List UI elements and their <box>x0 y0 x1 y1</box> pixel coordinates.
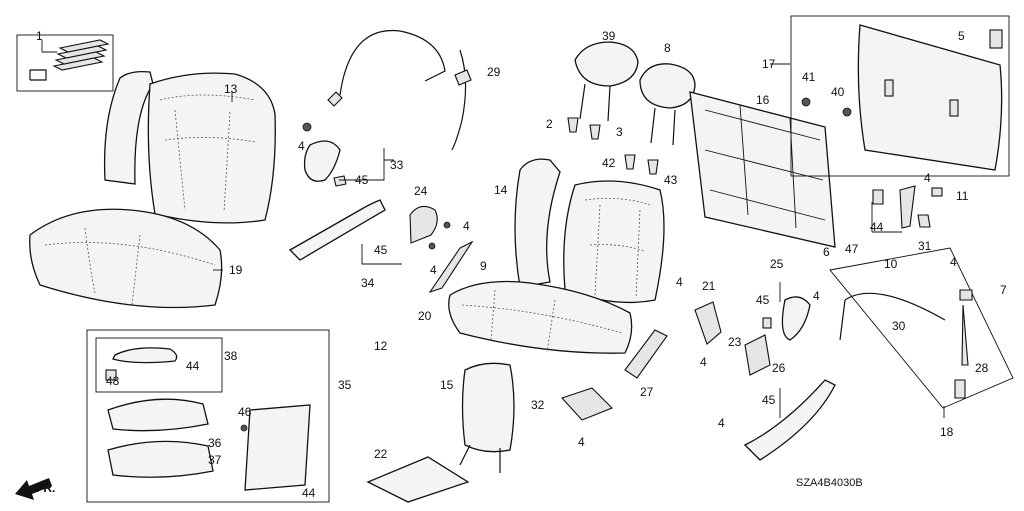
callout-40: 40 <box>831 85 845 99</box>
part-8-headrest <box>639 63 696 146</box>
callout-4: 4 <box>718 416 725 430</box>
callout-4: 4 <box>463 219 470 233</box>
callout-31: 31 <box>918 239 932 253</box>
part-20-center-cushion <box>448 280 633 354</box>
callout-15: 15 <box>440 378 454 392</box>
callout-37: 37 <box>208 453 222 467</box>
callout-34: 34 <box>361 276 375 290</box>
callout-18: 18 <box>940 425 954 439</box>
leader-lines <box>41 40 945 418</box>
callout-19: 19 <box>229 263 243 277</box>
part-10-bracket <box>872 185 943 229</box>
callout-8: 8 <box>664 41 671 55</box>
part-33-hinge <box>302 122 347 187</box>
part-17-back-panel <box>790 15 1010 177</box>
callout-43: 43 <box>664 173 678 187</box>
callout-11: 11 <box>956 189 969 203</box>
callout-47: 47 <box>845 242 859 256</box>
callout-4: 4 <box>924 171 931 185</box>
part-32-bracket <box>561 387 613 421</box>
part-35-armrest <box>86 329 330 503</box>
part-13-seat-back <box>103 70 276 224</box>
callout-27: 27 <box>640 385 654 399</box>
callout-48: 48 <box>106 374 120 388</box>
callout-44: 44 <box>302 486 316 500</box>
callout-30: 30 <box>892 319 906 333</box>
callout-10: 10 <box>884 257 898 271</box>
part-18-seat-belt <box>829 247 1014 409</box>
part-23-latch <box>744 334 771 376</box>
callout-33: 33 <box>390 158 404 172</box>
callout-6: 6 <box>823 245 830 259</box>
callout-16: 16 <box>756 93 770 107</box>
callout-4: 4 <box>950 255 957 269</box>
callout-32: 32 <box>531 398 545 412</box>
callout-39: 39 <box>602 29 616 43</box>
callout-1: 1 <box>36 29 43 43</box>
callout-38: 38 <box>224 349 238 363</box>
callout-44: 44 <box>186 359 200 373</box>
callout-25: 25 <box>770 257 784 271</box>
part-34-rail <box>288 199 451 261</box>
callout-4: 4 <box>298 139 305 153</box>
part-15-seat-back-board <box>459 362 515 473</box>
callout-3: 3 <box>616 125 623 139</box>
part-29-cable <box>327 29 472 151</box>
part-39-headrest <box>574 41 639 122</box>
diagram-code: SZA4B4030B <box>796 477 863 489</box>
callout-4: 4 <box>813 289 820 303</box>
callout-4: 4 <box>430 263 437 277</box>
callout-17: 17 <box>762 57 776 71</box>
callout-4: 4 <box>578 435 585 449</box>
part-22-sheet <box>366 456 470 503</box>
front-direction-label: FR. <box>36 481 55 495</box>
callout-35: 35 <box>338 378 352 392</box>
parts-2-3-42-43-guides <box>567 117 659 175</box>
callout-26: 26 <box>772 361 786 375</box>
callout-5: 5 <box>958 29 965 43</box>
callout-2: 2 <box>546 117 553 131</box>
callout-45: 45 <box>756 293 770 307</box>
part-25-cover <box>762 296 811 341</box>
callout-45: 45 <box>762 393 776 407</box>
callout-42: 42 <box>602 156 616 170</box>
callout-21: 21 <box>702 279 716 293</box>
callout-28: 28 <box>975 361 989 375</box>
callout-36: 36 <box>208 436 222 450</box>
callout-24: 24 <box>414 184 428 198</box>
callout-4: 4 <box>700 355 707 369</box>
callout-9: 9 <box>480 259 487 273</box>
callout-41: 41 <box>802 70 816 84</box>
part-16-seat-frame <box>689 91 836 248</box>
part-1-clips <box>16 34 114 92</box>
callout-13: 13 <box>224 82 238 96</box>
callout-labels: 1 2 3 4 4 4 4 4 4 4 4 4 4 5 6 7 8 9 10 1… <box>36 29 1007 500</box>
callout-44: 44 <box>870 220 884 234</box>
part-26-trim <box>743 379 836 461</box>
part-21-trim <box>694 301 722 345</box>
part-19-seat-cushion <box>29 208 223 309</box>
callout-12: 12 <box>374 339 388 353</box>
callout-4: 4 <box>676 275 683 289</box>
callout-29: 29 <box>487 65 501 79</box>
part-9-bracket <box>428 240 474 294</box>
callout-23: 23 <box>728 335 742 349</box>
callout-45: 45 <box>355 173 369 187</box>
callout-7: 7 <box>1000 283 1007 297</box>
callout-22: 22 <box>374 447 388 461</box>
callout-45: 45 <box>374 243 388 257</box>
part-27-trim <box>624 329 668 379</box>
callout-46: 46 <box>238 405 252 419</box>
callout-20: 20 <box>418 309 432 323</box>
callout-14: 14 <box>494 183 508 197</box>
front-direction-arrow <box>15 478 52 500</box>
part-14-center-seat-back <box>514 158 665 304</box>
